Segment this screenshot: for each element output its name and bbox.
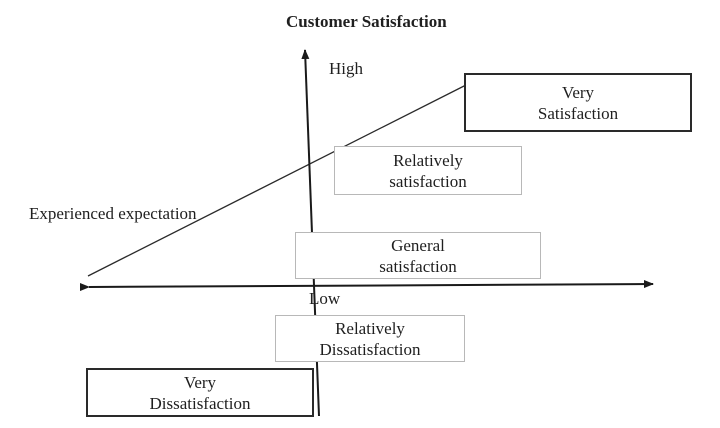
experienced-expectation-label: Experienced expectation <box>29 204 197 223</box>
box-line: Relatively <box>393 150 463 170</box>
high-label: High <box>329 59 363 78</box>
relatively-dissatisfaction-box: Relatively Dissatisfaction <box>275 315 465 362</box>
low-label: Low <box>309 289 341 308</box>
box-line: Very <box>561 82 595 102</box>
box-line: satisfaction <box>379 256 457 276</box>
general-satisfaction-box: General satisfaction <box>295 232 541 279</box>
box-line: Dissatisfaction <box>149 393 251 413</box>
axis-title: Customer Satisfaction <box>286 12 447 31</box>
box-line: Relatively <box>335 318 405 338</box>
very-dissatisfaction-box: Very Dissatisfaction <box>86 368 314 417</box>
box-line: satisfaction <box>389 171 467 191</box>
box-line: Very <box>183 372 217 392</box>
very-satisfaction-box: Very Satisfaction <box>464 73 692 132</box>
box-line: Satisfaction <box>537 103 619 123</box>
experienced-expectation-line <box>87 83 469 277</box>
box-line: General <box>391 235 445 255</box>
horizontal-axis <box>79 280 654 292</box>
relatively-satisfaction-box: Relatively satisfaction <box>334 146 522 195</box>
box-line: Dissatisfaction <box>319 339 421 359</box>
